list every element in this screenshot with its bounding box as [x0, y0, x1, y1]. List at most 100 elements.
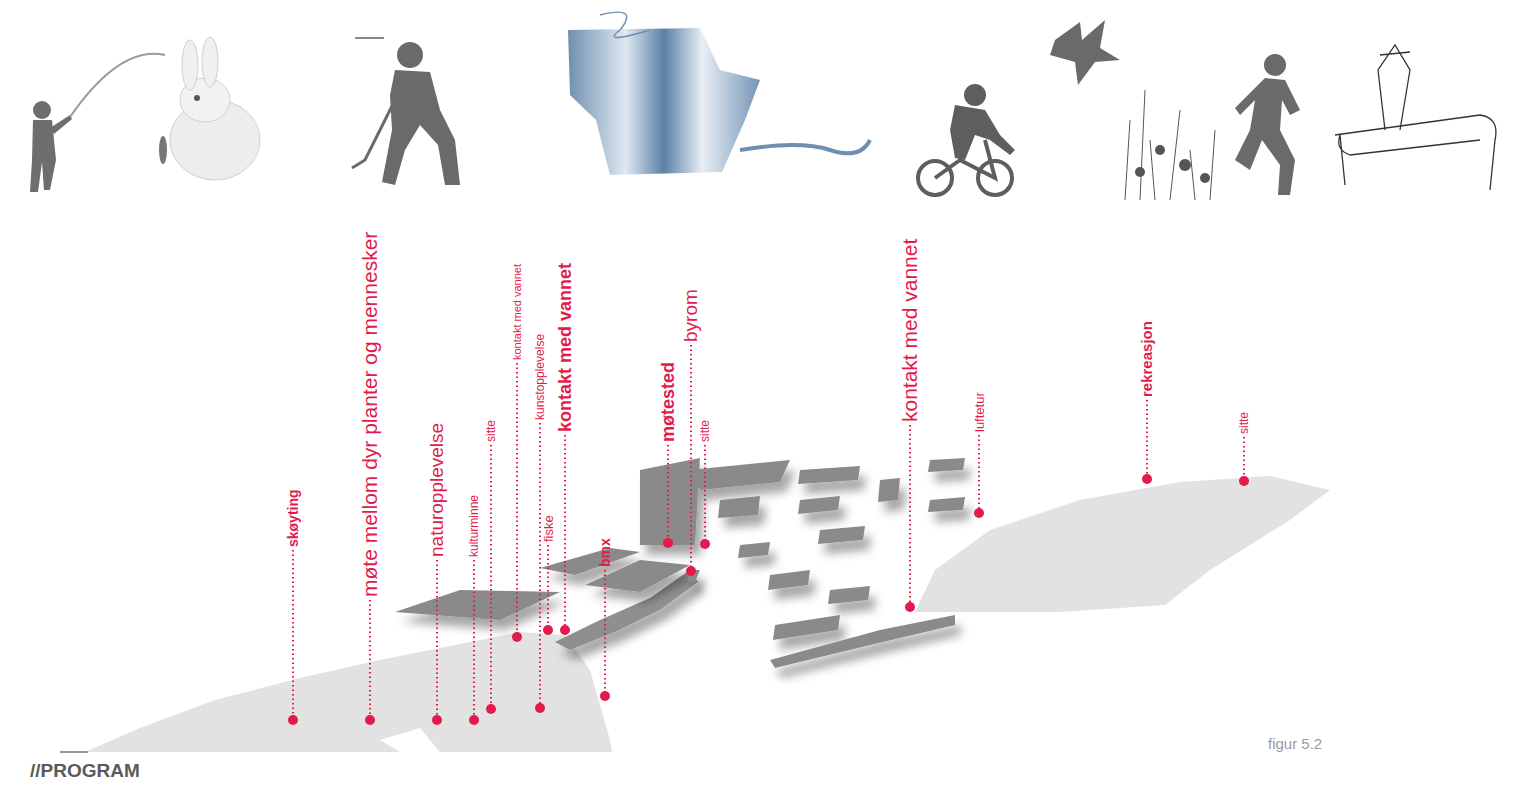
leader-line — [516, 363, 518, 637]
runner-pictogram — [1235, 54, 1300, 195]
location-dot — [432, 715, 442, 725]
location-dot — [486, 704, 496, 714]
leader-line — [473, 560, 475, 720]
meadow-pictogram — [1120, 75, 1230, 200]
runner-body — [1235, 78, 1300, 195]
location-dot — [700, 539, 710, 549]
program-label: byrom — [680, 289, 702, 342]
program-label: luftetur — [972, 392, 987, 432]
bench-sketch — [1335, 45, 1496, 190]
hockey-pictogram — [352, 38, 460, 185]
building — [878, 478, 900, 502]
hockey-stick — [352, 90, 400, 168]
program-label: skøyting — [285, 489, 301, 547]
location-dot — [560, 625, 570, 635]
leader-group — [288, 345, 1249, 725]
rider-head — [964, 84, 986, 106]
program-label: kontakt med vannet — [511, 264, 524, 360]
hockey-line — [355, 37, 384, 39]
program-label: sitte — [484, 420, 498, 442]
program-label: kontakt med vannet — [898, 239, 922, 422]
program-label: møte mellom dyr planter og mennesker — [358, 232, 382, 597]
fishing-rod — [70, 54, 165, 117]
rabbit-eye — [194, 95, 200, 101]
leader-line — [1146, 400, 1148, 479]
building — [818, 526, 865, 544]
leader-line — [704, 445, 706, 544]
building — [768, 570, 810, 590]
river-line — [600, 12, 650, 37]
fisher-head — [33, 101, 51, 119]
leader-line — [667, 445, 669, 543]
location-dot — [1142, 474, 1152, 484]
figure-caption: figur 5.2 — [1268, 735, 1322, 752]
leader-line — [292, 550, 294, 720]
location-dot — [535, 703, 545, 713]
building-group — [395, 458, 965, 668]
leader-line — [539, 423, 541, 708]
leader-line — [547, 545, 549, 630]
program-label: rekreasjon — [1138, 321, 1155, 397]
program-label: bmx — [597, 538, 613, 567]
fisher-pictogram — [30, 54, 167, 192]
rabbit-ear — [182, 40, 198, 90]
river-line — [740, 140, 870, 153]
program-label: sitte — [1237, 412, 1251, 434]
runner-head — [1264, 54, 1286, 76]
fisher-arm — [50, 115, 72, 134]
building — [798, 466, 860, 484]
rabbit-pictogram — [170, 37, 260, 180]
building — [928, 458, 965, 472]
water-pictogram — [568, 12, 870, 175]
rider-body — [950, 105, 1015, 160]
bench-line — [1335, 115, 1496, 190]
building — [928, 497, 965, 512]
flower-head — [1155, 145, 1165, 155]
location-dot — [1239, 476, 1249, 486]
flower-head — [1179, 159, 1191, 171]
land-area — [915, 476, 1330, 612]
land-area — [85, 632, 612, 752]
player-body — [382, 70, 460, 185]
program-label: møtested — [658, 362, 679, 442]
building — [773, 615, 840, 640]
location-dot — [288, 715, 298, 725]
leader-line — [1243, 437, 1245, 481]
flower-head — [1135, 167, 1145, 177]
bird-pictogram — [1050, 20, 1120, 85]
figure-sketch — [1378, 45, 1410, 130]
building — [718, 496, 760, 518]
location-dot — [543, 625, 553, 635]
rabbit-ear — [202, 37, 218, 87]
bird-shape — [1050, 20, 1120, 85]
leader-line — [690, 345, 692, 571]
building — [738, 542, 770, 558]
location-dot — [974, 508, 984, 518]
grass-stalk — [1125, 90, 1215, 200]
water-texture — [568, 28, 760, 175]
program-label: naturopplevelse — [426, 423, 448, 557]
building — [828, 586, 870, 604]
program-label: kontakt med vannet — [555, 263, 576, 432]
location-dot — [365, 715, 375, 725]
location-dot — [686, 566, 696, 576]
leader-line — [978, 435, 980, 513]
fish-shape — [159, 136, 167, 164]
flower-head — [1200, 173, 1210, 183]
location-dot — [600, 691, 610, 701]
location-dot — [905, 602, 915, 612]
site-map — [60, 458, 1330, 752]
program-label: kulturminne — [467, 495, 481, 557]
building — [395, 590, 560, 620]
bmx-pictogram — [918, 84, 1015, 195]
meadow-frame — [1120, 75, 1230, 200]
program-label: kunstopplevelse — [533, 334, 547, 420]
leader-line — [369, 600, 371, 720]
location-dot — [469, 715, 479, 725]
building — [798, 496, 840, 514]
program-label: sitte — [698, 420, 712, 442]
location-dot — [663, 538, 673, 548]
leader-line — [909, 425, 911, 607]
